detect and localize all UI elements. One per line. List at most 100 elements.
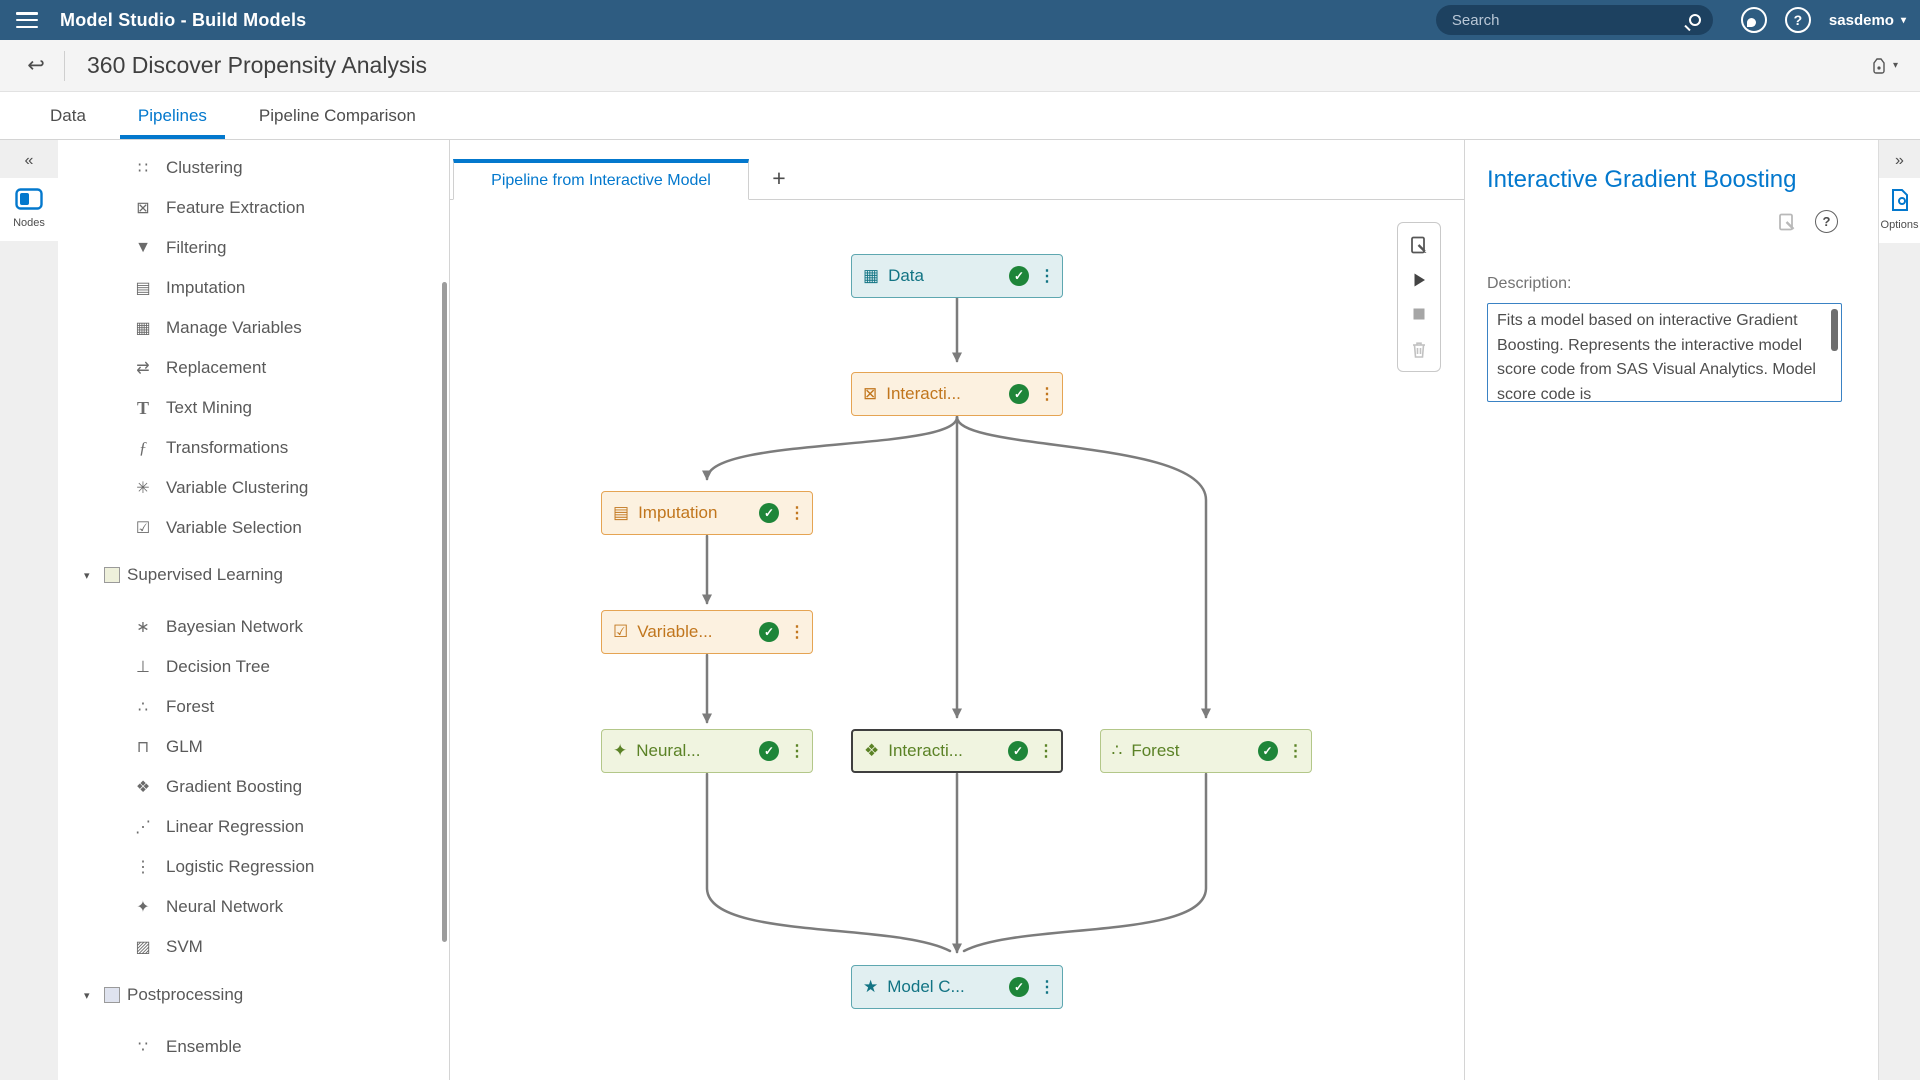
group-checkbox[interactable] — [104, 987, 120, 1003]
node-list-item-forest[interactable]: ∴Forest — [58, 687, 449, 727]
node-list-item-replacement[interactable]: ⇄Replacement — [58, 348, 449, 388]
pipeline-tab[interactable]: Pipeline from Interactive Model — [453, 159, 749, 200]
node-list-item-label: Gradient Boosting — [166, 777, 303, 796]
node-list-item-manage-variables[interactable]: ▦Manage Variables — [58, 308, 449, 348]
node-menu-button[interactable]: ⋮ — [1287, 743, 1304, 760]
node-list-item-logistic-regression[interactable]: ⋮Logistic Regression — [58, 847, 449, 887]
pipeline-node-forest[interactable]: ∴Forest✓⋮ — [1099, 729, 1312, 773]
node-menu-button[interactable]: ⋮ — [1039, 267, 1055, 285]
node-list-panel: ∷Clustering⊠Feature Extraction ▼ Filtering… — [58, 140, 450, 1080]
node-label: Neural... — [636, 741, 701, 760]
delete-button[interactable] — [1404, 336, 1434, 362]
pipeline-node-interactive-gb[interactable]: ❖Interacti...✓⋮ — [851, 729, 1063, 773]
node-menu-button[interactable]: ⋮ — [1038, 743, 1054, 760]
help-icon[interactable]: ? — [1815, 210, 1838, 233]
collapse-caret-icon[interactable]: ▾ — [84, 569, 90, 582]
selected-node-title: Interactive Gradient Boosting — [1487, 166, 1797, 193]
menu-icon[interactable] — [16, 12, 38, 28]
clustering-icon: ∷ — [137, 160, 149, 177]
status-complete-icon: ✓ — [1009, 265, 1029, 286]
tab-pipeline-comparison[interactable]: Pipeline Comparison — [258, 105, 416, 125]
node-list-item-variable-selection[interactable]: ☑Variable Selection — [58, 508, 449, 548]
project-actions-button[interactable]: ▾ — [1870, 57, 1898, 75]
variable-selection-icon: ☑ — [135, 520, 151, 537]
run-pipeline-icon — [1414, 273, 1425, 287]
node-list-item-label: Filtering — [166, 238, 227, 257]
tab-pipelines[interactable]: Pipelines — [112, 92, 233, 139]
project-bar: ↩ 360 Discover Propensity Analysis ▾ — [0, 40, 1920, 92]
node-group-supervised-learning[interactable]: ▾Supervised Learning — [58, 555, 449, 595]
description-label: Description: — [1487, 275, 1572, 292]
rail-item-label: Nodes — [13, 217, 45, 229]
node-list-item-linear-regression[interactable]: ⋰Linear Regression — [58, 807, 449, 847]
node-menu-button[interactable]: ⋮ — [1039, 386, 1055, 403]
node-list-item-variable-clustering[interactable]: ✳Variable Clustering — [58, 468, 449, 508]
help-icon[interactable]: ? — [1784, 7, 1811, 33]
node-menu-button[interactable]: ⋮ — [789, 624, 805, 641]
run-pipeline-button[interactable] — [1404, 267, 1434, 293]
node-list-item-bayesian-network[interactable]: ∗Bayesian Network — [58, 607, 449, 647]
interactive-model-icon: ⊠ — [863, 384, 878, 403]
node-label: Variable... — [637, 622, 713, 641]
textarea-scrollbar[interactable] — [1831, 309, 1838, 351]
node-list-scrollbar[interactable] — [442, 282, 447, 942]
node-list-item-decision-tree[interactable]: ⊥Decision Tree — [58, 647, 449, 687]
pipeline-node-interactive-model[interactable]: ⊠Interacti...✓⋮ — [851, 372, 1063, 416]
node-list-item-ensemble[interactable]: ∵Ensemble — [58, 1027, 449, 1067]
search-icon[interactable] — [1688, 14, 1701, 26]
app-bar: Model Studio - Build Models ? sasdemo ▾ — [0, 0, 1920, 40]
app-title: Model Studio - Build Models — [60, 9, 307, 30]
description-textarea[interactable]: Fits a model based on interactive Gradie… — [1487, 303, 1842, 402]
node-list-item-label: Decision Tree — [166, 657, 270, 676]
node-list-item-filtering[interactable]: ▼ Filtering — [58, 228, 449, 268]
sas-home-icon[interactable] — [1740, 7, 1767, 33]
save-pipeline-button[interactable] — [1404, 232, 1434, 258]
collapse-caret-icon[interactable]: ▾ — [84, 989, 90, 1002]
search-input[interactable] — [1451, 11, 1681, 29]
node-label: Forest — [1131, 741, 1180, 760]
stop-pipeline-button[interactable] — [1404, 301, 1434, 327]
pipeline-connectors — [702, 295, 1211, 954]
pipeline-node-variable-selection[interactable]: ☑Variable...✓⋮ — [601, 610, 813, 654]
node-list-item-feature-extraction[interactable]: ⊠Feature Extraction — [58, 188, 449, 228]
node-list-item-imputation[interactable]: ▤Imputation — [58, 268, 449, 308]
pipeline-node-imputation[interactable]: ▤Imputation✓⋮ — [601, 491, 813, 535]
collapse-panel-button[interactable]: « — [24, 152, 34, 169]
group-checkbox[interactable] — [104, 567, 120, 583]
node-group-label: Postprocessing — [127, 985, 244, 1004]
node-list-item-label: Text Mining — [166, 398, 252, 417]
add-pipeline-tab-button[interactable]: + — [772, 164, 786, 191]
neural-network-icon: ✦ — [136, 899, 150, 916]
node-label: Imputation — [638, 503, 718, 522]
node-list-item-neural-network[interactable]: ✦Neural Network — [58, 887, 449, 927]
user-menu[interactable]: sasdemo ▾ — [1829, 12, 1906, 29]
node-list-item-svm[interactable]: ▨SVM — [58, 927, 449, 967]
node-list-item-gradient-boosting[interactable]: ❖Gradient Boosting — [58, 767, 449, 807]
node-menu-button[interactable]: ⋮ — [1039, 979, 1055, 996]
pipeline-node-model-comparison[interactable]: ★Model C...✓⋮ — [851, 965, 1063, 1009]
left-rail: « Nodes — [0, 140, 58, 1080]
rail-item-label: Options — [1880, 219, 1919, 231]
node-list-item-glm[interactable]: ⊓GLM — [58, 727, 449, 767]
neural-network-icon: ✦ — [613, 741, 628, 760]
panel-icon-row: ? — [1487, 210, 1838, 233]
forest-icon: ∴ — [1111, 741, 1123, 760]
save-disabled-icon[interactable] — [1777, 212, 1797, 232]
filtering-icon: ▼ — [135, 239, 151, 256]
node-group-postprocessing[interactable]: ▾ Postprocessing — [58, 975, 449, 1015]
pipeline-canvas-area[interactable]: ▦Data✓⋮⊠Interacti...✓⋮▤Imputation✓⋮☑Vari… — [450, 200, 1464, 1080]
node-menu-button[interactable]: ⋮ — [789, 505, 805, 522]
project-actions-icon — [1873, 57, 1885, 74]
back-icon[interactable]: ↩ — [27, 54, 45, 77]
pipeline-node-data[interactable]: ▦Data✓⋮ — [851, 253, 1063, 298]
expand-panel-button[interactable]: » — [1895, 152, 1904, 169]
node-menu-button[interactable]: ⋮ — [789, 743, 805, 760]
search-box[interactable] — [1435, 5, 1713, 35]
node-list-item-clustering[interactable]: ∷Clustering — [58, 148, 449, 188]
rail-item-options[interactable]: Options — [1879, 178, 1920, 243]
pipeline-node-neural-network[interactable]: ✦Neural...✓⋮ — [601, 729, 813, 773]
tab-data[interactable]: Data — [50, 105, 86, 125]
rail-item-nodes[interactable]: Nodes — [0, 178, 58, 241]
